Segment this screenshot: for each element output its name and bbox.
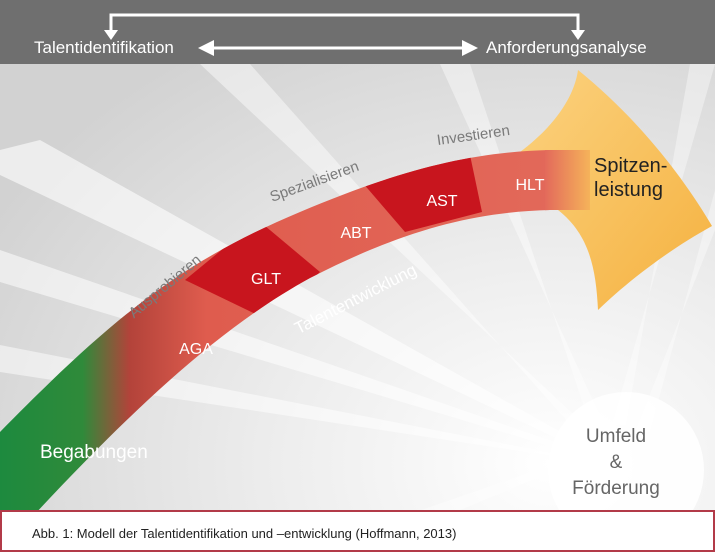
environment-hub	[548, 392, 704, 548]
arrow-end-label-line1: Spitzen-	[594, 155, 667, 177]
bracket-arrow-right-icon	[571, 30, 585, 40]
segment-label-abt: ABT	[340, 225, 371, 242]
arrow-end-label-line2: leistung	[594, 179, 663, 201]
figure-caption: Abb. 1: Modell der Talentidentifikation …	[32, 526, 457, 541]
segment-label-hlt: HLT	[515, 177, 544, 194]
top-bar	[0, 0, 715, 64]
environment-label-line2: &	[610, 452, 623, 473]
segment-label-ast: AST	[426, 193, 457, 210]
bracket-connector	[109, 13, 580, 32]
double-arrow-left-icon	[198, 40, 214, 56]
segment-ast-fill	[362, 155, 482, 232]
caption-box	[0, 510, 715, 552]
segment-label-aga: AGA	[179, 341, 213, 358]
arrow-band	[0, 150, 590, 552]
arrow-head	[520, 70, 712, 310]
double-arrow-right-icon	[462, 40, 478, 56]
arrow-blend	[545, 150, 590, 220]
environment-label-line3: Förderung	[572, 478, 660, 499]
talent-identification-label: Talentidentifikation	[34, 38, 174, 57]
bracket-arrow-left-icon	[104, 30, 118, 40]
segment-label-glt: GLT	[251, 271, 281, 288]
arrow-start-label: Begabungen	[40, 442, 148, 463]
requirements-analysis-label: Anforderungsanalyse	[486, 38, 647, 57]
environment-label-line1: Umfeld	[586, 426, 646, 447]
